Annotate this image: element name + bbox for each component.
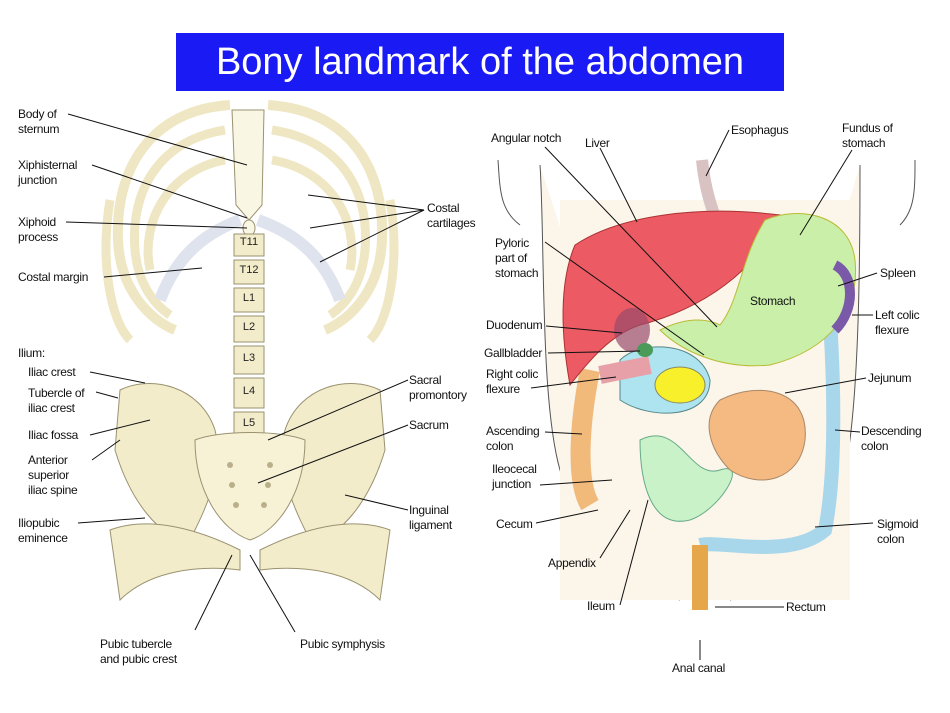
vertebra-label-t12: T12 (239, 264, 259, 276)
slide-title: Bony landmark of the abdomen (176, 33, 784, 91)
skeleton-illustration (65, 100, 425, 633)
label-ilium: Ilium: (18, 346, 45, 360)
label-pubic-symphysis: Pubic symphysis (300, 637, 385, 651)
label-appendix: Appendix (548, 556, 596, 570)
label-rectum: Rectum (786, 600, 826, 614)
vertebra-label-l1: L1 (242, 292, 256, 304)
label-iliac-crest: Iliac crest (28, 365, 76, 379)
label-liver: Liver (585, 136, 610, 150)
label-stomach: Stomach (750, 294, 796, 308)
label-duodenum: Duodenum (486, 318, 543, 332)
vertebra-label-l4: L4 (242, 385, 256, 397)
label-spleen: Spleen (880, 266, 916, 280)
abdominal-organs-illustration (497, 129, 916, 660)
vertebra-label-l3: L3 (242, 352, 256, 364)
vertebra-label-l2: L2 (242, 321, 256, 333)
label-costal-margin: Costal margin (18, 270, 89, 284)
label-ileum: Ileum (587, 599, 615, 613)
label-cecum: Cecum (496, 517, 533, 531)
label-angular-notch: Angular notch (491, 131, 562, 145)
label-anal-canal: Anal canal (672, 661, 726, 675)
label-jejunum: Jejunum (868, 371, 912, 385)
label-iliac-fossa: Iliac fossa (28, 428, 79, 442)
vertebra-label-t11: T11 (239, 236, 259, 248)
label-esophagus: Esophagus (731, 123, 789, 137)
vertebra-label-l5: L5 (242, 417, 256, 429)
label-gallbladder: Gallbladder (484, 346, 543, 360)
label-sacrum: Sacrum (409, 418, 449, 432)
